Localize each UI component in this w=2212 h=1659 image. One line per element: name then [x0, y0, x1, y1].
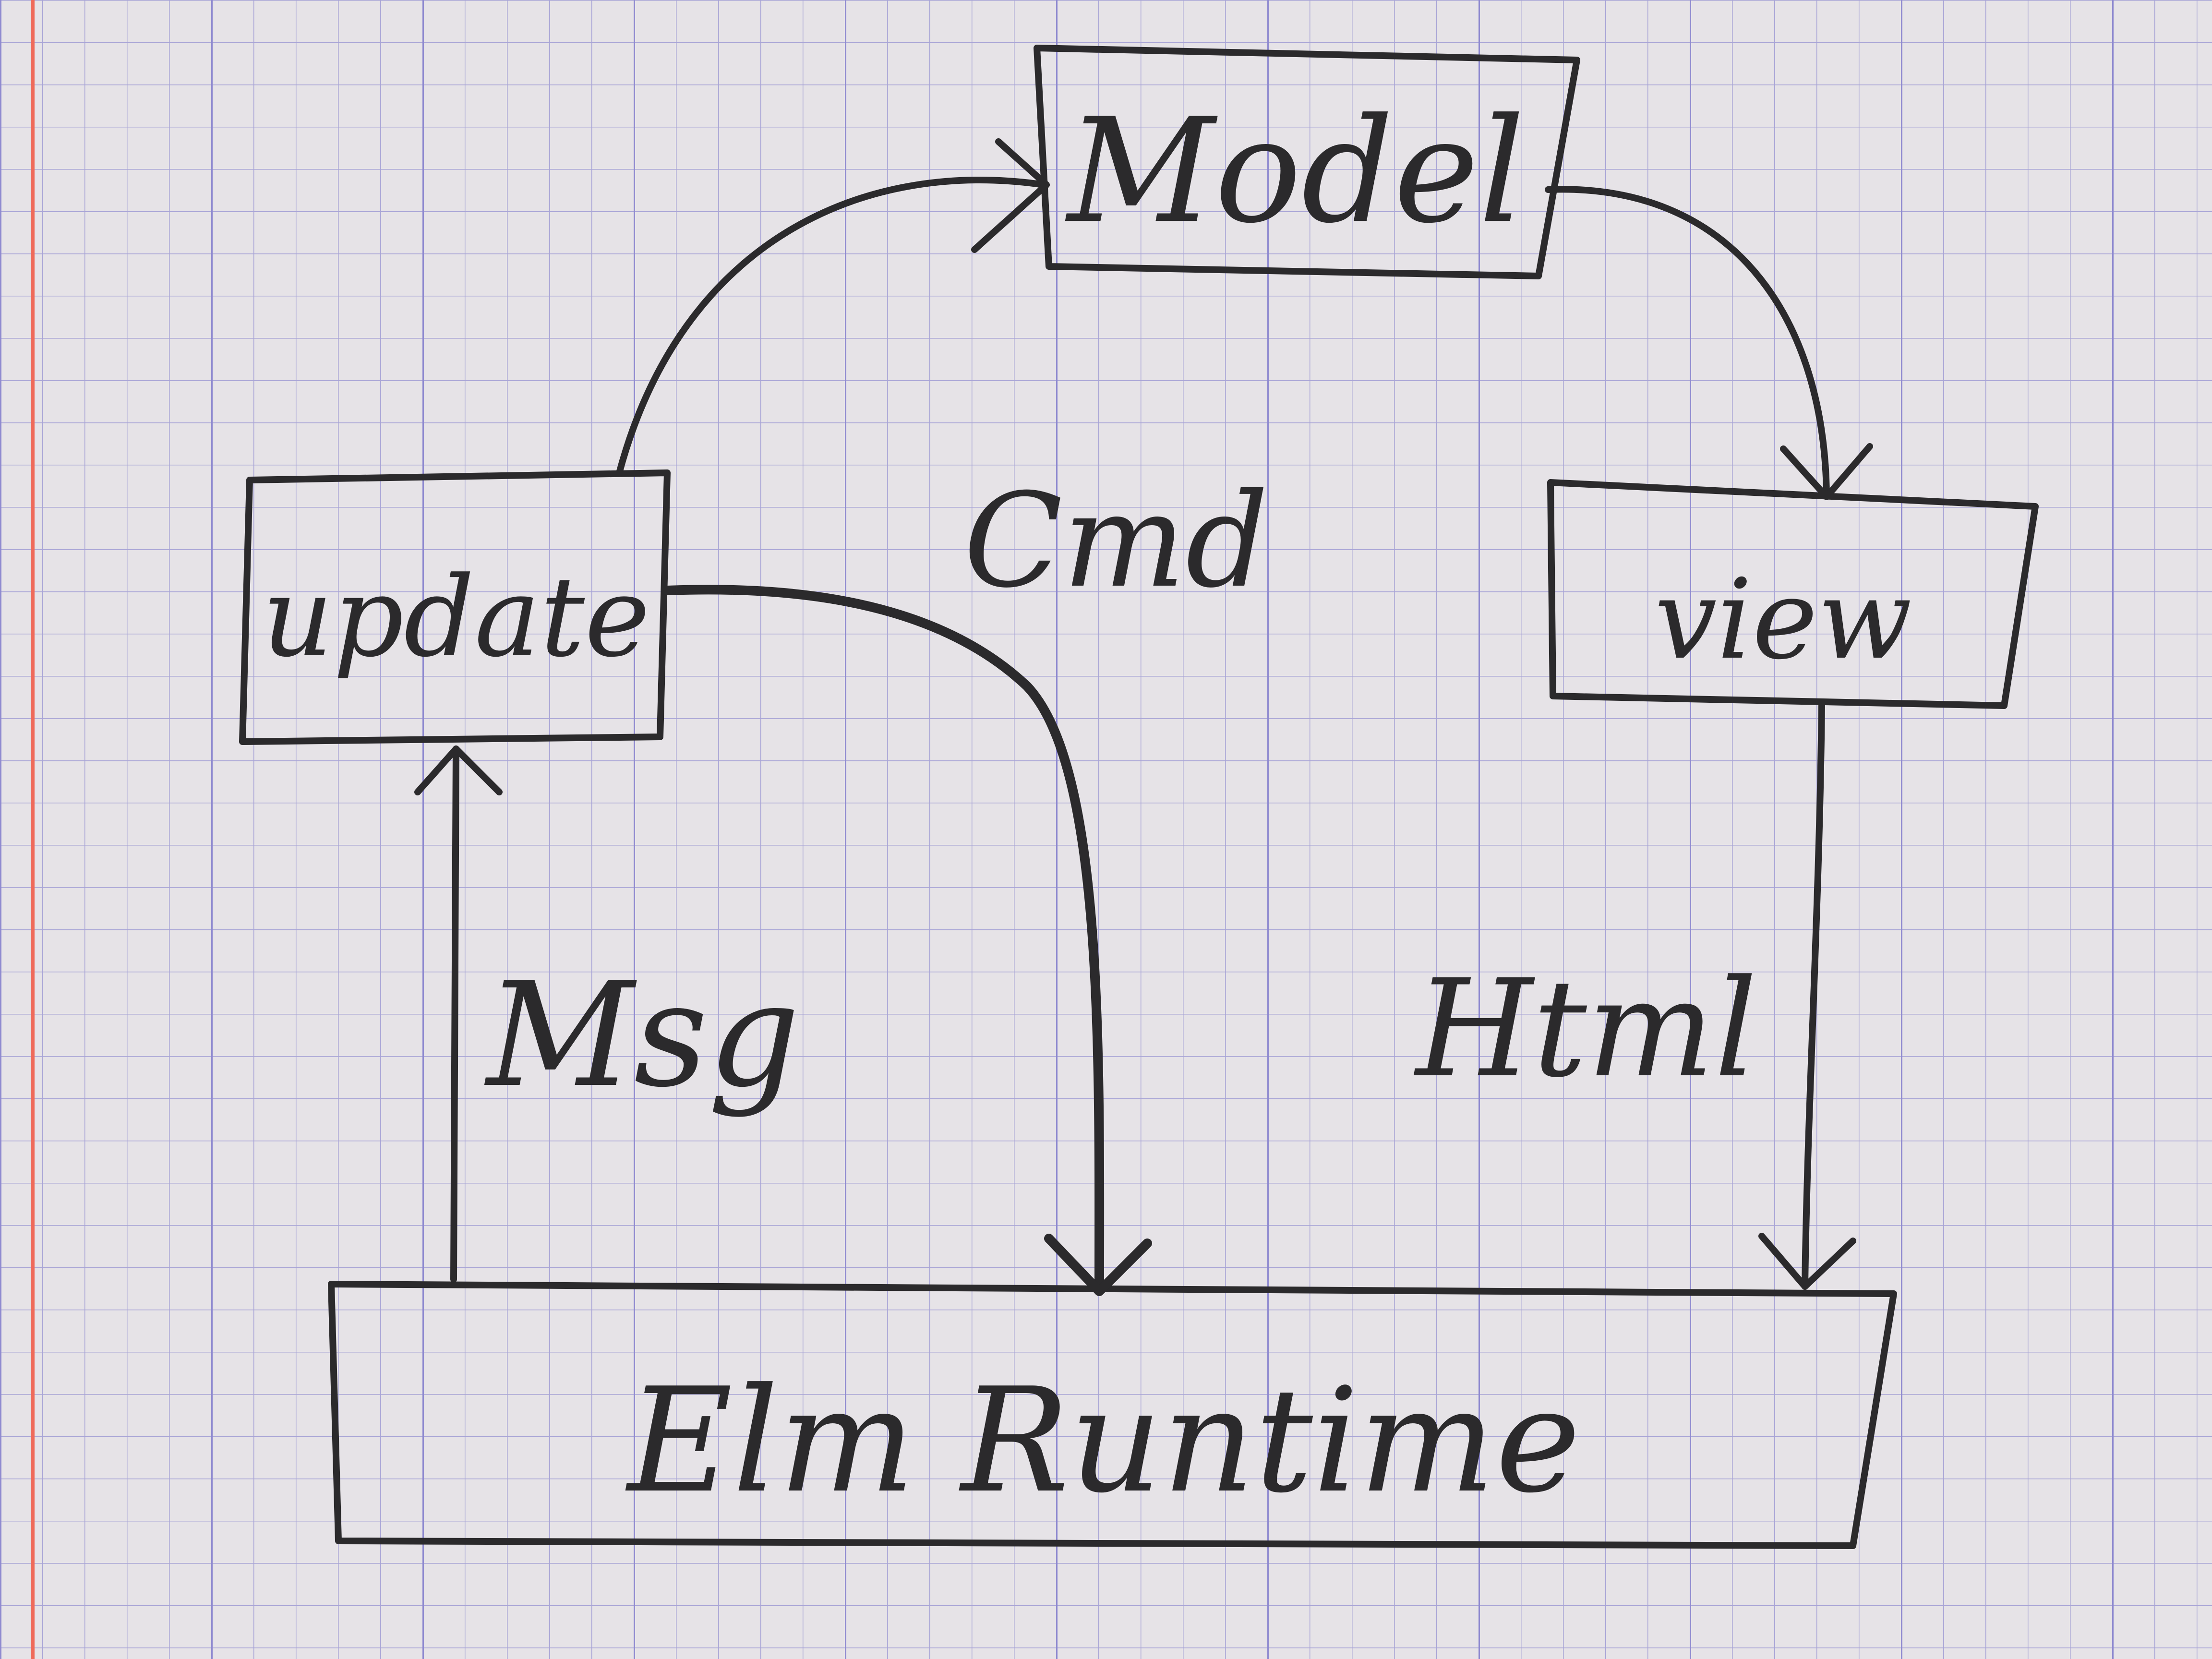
model-node: Model: [1034, 45, 1580, 279]
cmd-arrow-line: [662, 585, 1105, 1294]
msg-arrowhead: [414, 745, 503, 795]
model-box: [1034, 45, 1580, 279]
update-model-arrowhead: [971, 138, 1050, 253]
msg-arrow-line: [450, 745, 459, 1283]
runtime-node: Elm Runtime: [328, 1281, 1897, 1549]
html-arrow-line: [1802, 702, 1825, 1290]
html-arrowhead: [1758, 1233, 1856, 1290]
view-node: view: [1547, 479, 2039, 709]
html-label: Html: [1414, 951, 1757, 1107]
view-label: view: [1655, 556, 1912, 684]
edge-msg: Msg: [414, 745, 800, 1283]
msg-label: Msg: [484, 951, 800, 1119]
edge-update-model: [616, 138, 1050, 476]
update-node: update: [239, 469, 671, 745]
edge-cmd: Cmd: [662, 465, 1269, 1296]
runtime-box: [328, 1281, 1897, 1549]
edge-model-view: [1545, 186, 1873, 500]
update-box: [239, 469, 671, 745]
model-view-arrowhead: [1780, 443, 1873, 500]
update-label: update: [262, 553, 650, 682]
cmd-label: Cmd: [963, 465, 1268, 616]
model-label: Model: [1065, 87, 1525, 255]
update-model-arrow-line: [616, 177, 1047, 476]
model-view-arrow-line: [1545, 186, 1830, 498]
edge-html: Html: [1414, 702, 1856, 1290]
view-box: [1547, 479, 2039, 709]
cmd-arrowhead: [1044, 1234, 1152, 1296]
runtime-label: Elm Runtime: [625, 1357, 1581, 1525]
